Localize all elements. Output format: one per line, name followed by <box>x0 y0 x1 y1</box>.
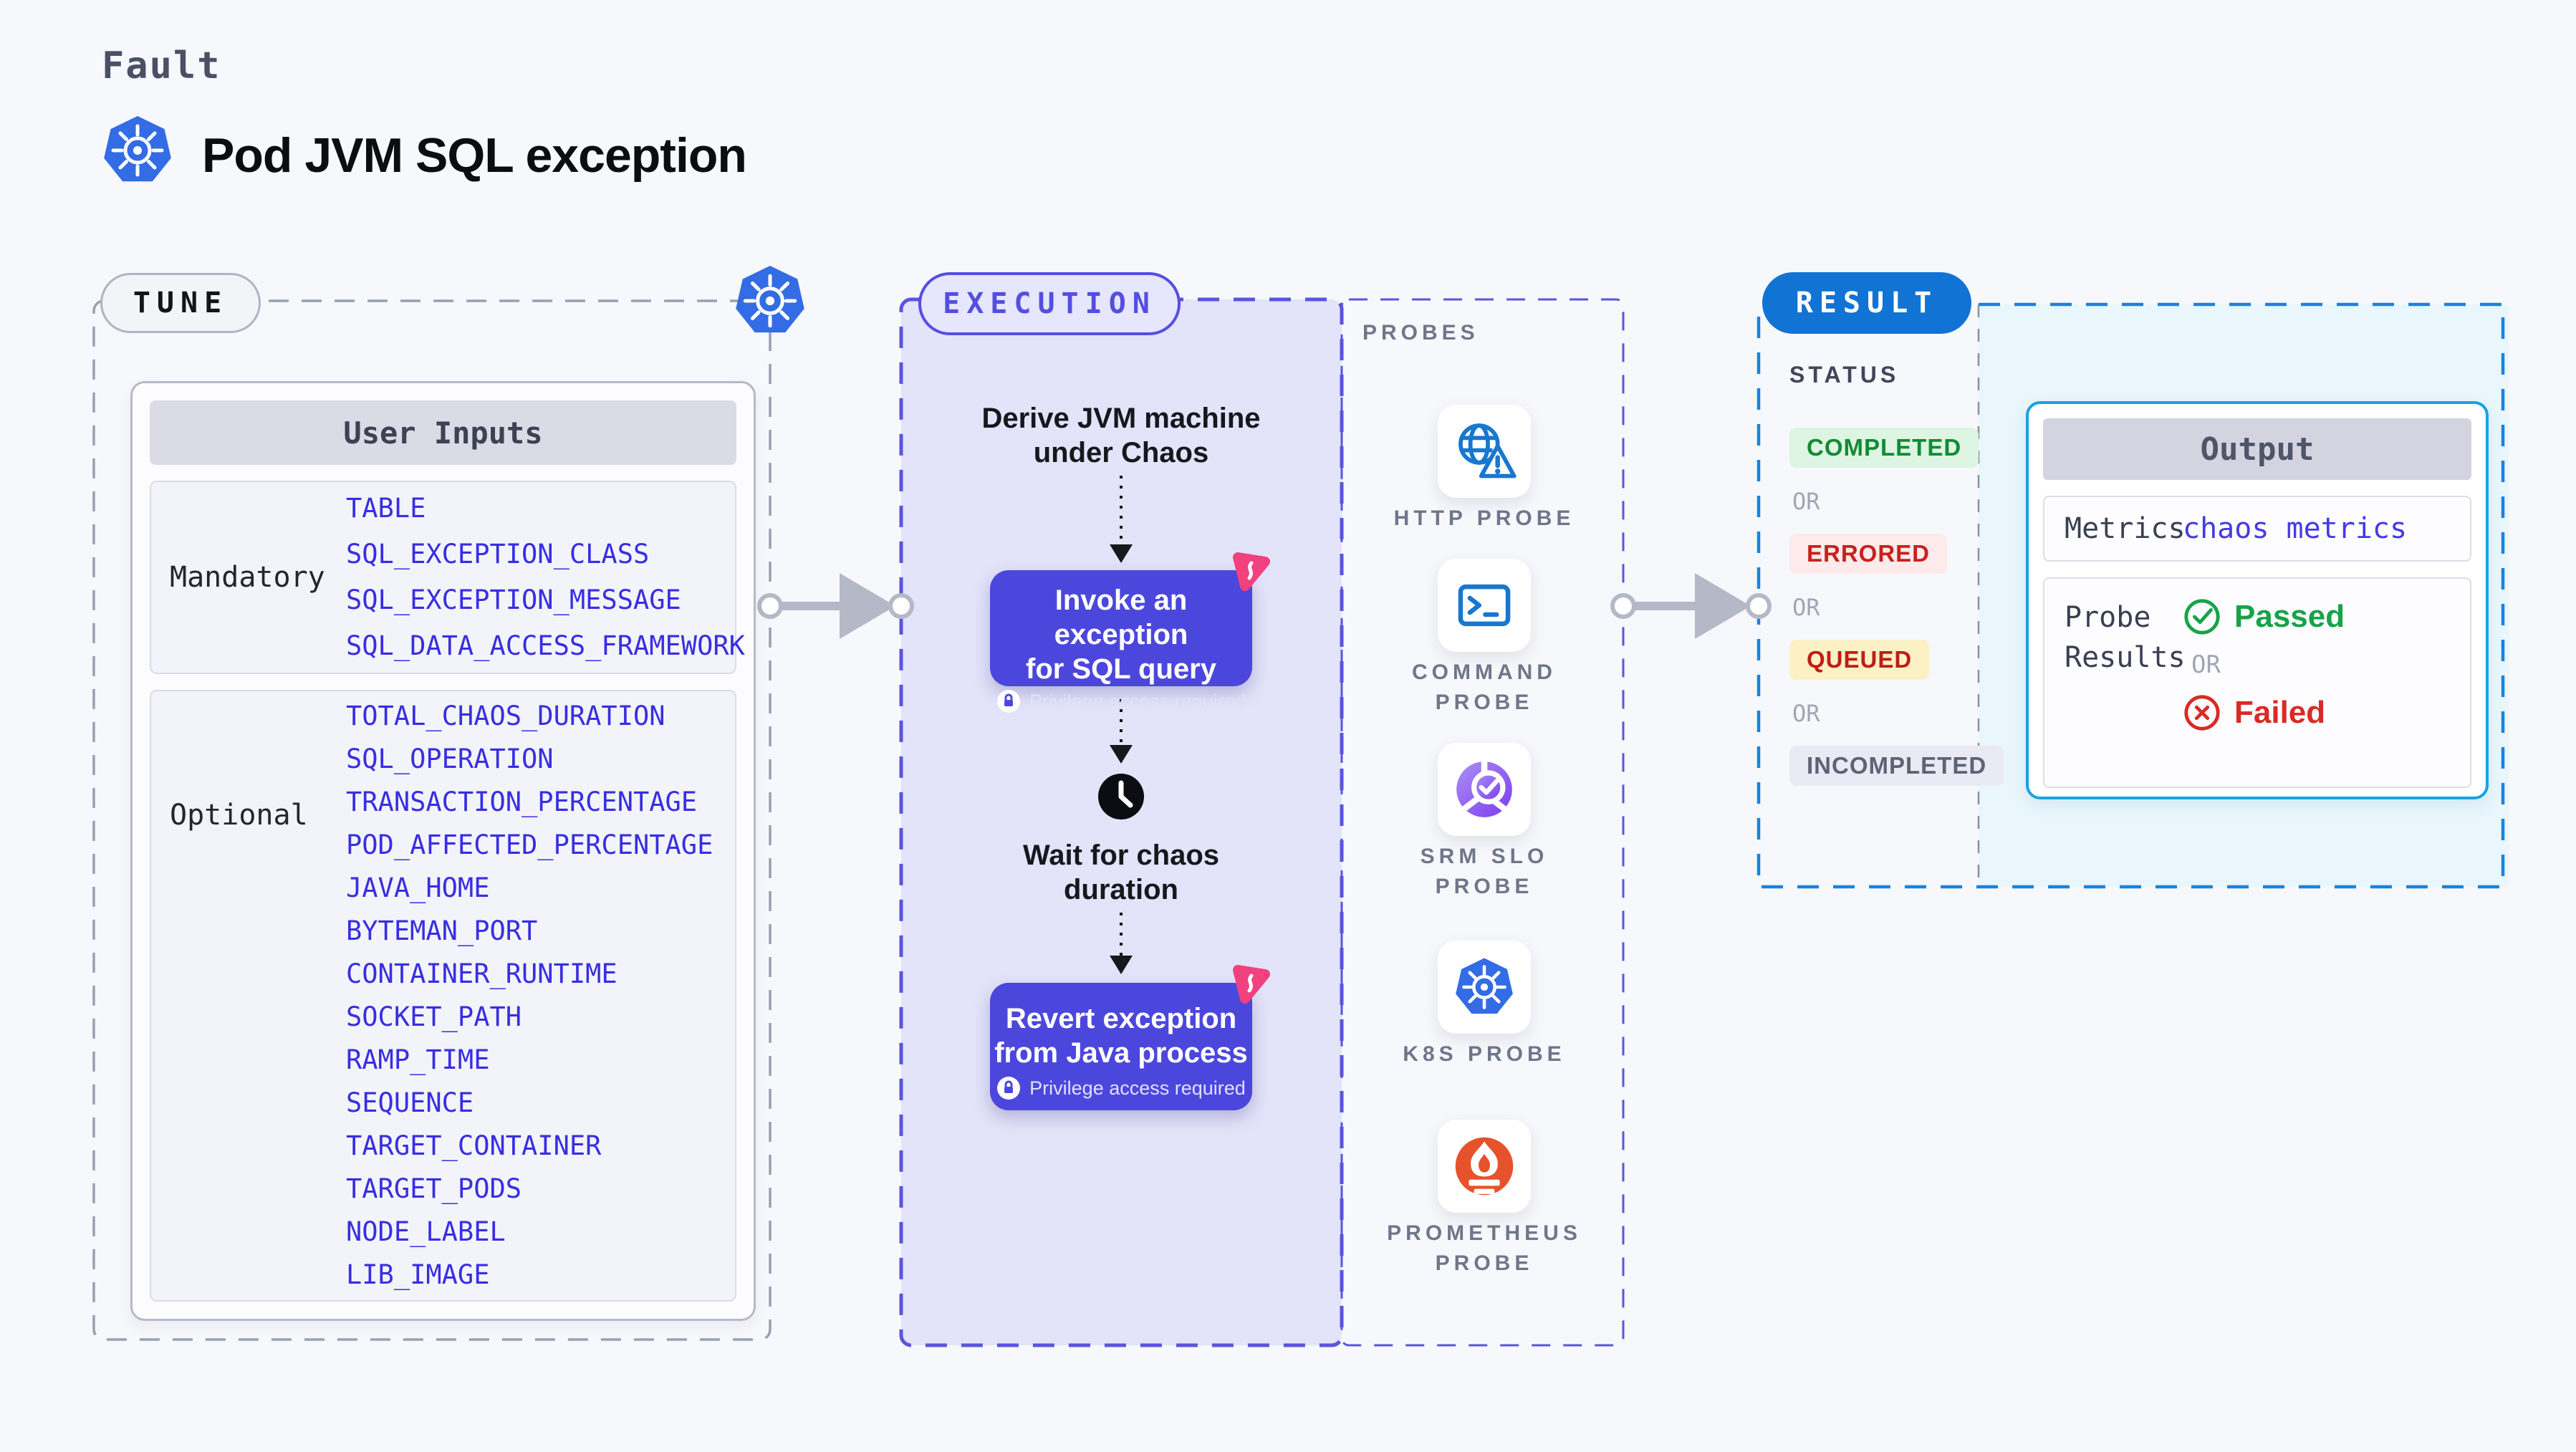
user-inputs-card: User Inputs Mandatory TABLE SQL_EXCEPTIO… <box>130 381 756 1321</box>
env-var: NODE_LABEL <box>346 1216 506 1247</box>
command-probe-icon <box>1438 559 1531 652</box>
tune-to-execution-arrow <box>757 573 914 639</box>
k8s-probe-icon <box>1438 941 1531 1034</box>
env-var: TARGET_CONTAINER <box>346 1130 602 1161</box>
env-var: JAVA_HOME <box>346 872 490 903</box>
probe-results-row: Probe Results Passed OR Failed <box>2043 577 2471 788</box>
flow-arrowheads <box>1110 544 1133 974</box>
privilege-row: Privilege access required <box>990 1076 1252 1100</box>
mandatory-label: Mandatory <box>170 561 325 594</box>
env-var: LIB_IMAGE <box>346 1259 490 1290</box>
fault-eyebrow: Fault <box>102 44 221 87</box>
env-var: POD_AFFECTED_PERCENTAGE <box>346 830 713 860</box>
execution-to-result-arrow <box>1610 573 1772 639</box>
failed-row: Failed <box>2183 693 2345 732</box>
check-circle-icon <box>2184 599 2220 635</box>
status-label: STATUS <box>1789 362 1900 388</box>
litmus-icon <box>1226 549 1272 595</box>
probe-entry-k8s: K8S PROBE <box>1345 941 1623 1069</box>
status-badge-incompleted: INCOMPLETED <box>1789 746 2004 786</box>
derive-step-label: Derive JVM machine under Chaos <box>981 403 1261 468</box>
probes-label: PROBES <box>1363 321 1479 345</box>
probe-entry-prometheus: PROMETHEUS PROBE <box>1345 1120 1623 1279</box>
passed-label: Passed <box>2234 599 2345 634</box>
mandatory-group: Mandatory TABLE SQL_EXCEPTION_CLASS SQL_… <box>150 481 745 674</box>
or-separator: OR <box>2191 650 2221 679</box>
mandatory-items: TABLE SQL_EXCEPTION_CLASS SQL_EXCEPTION_… <box>346 482 745 673</box>
execution-badge: EXECUTION <box>918 272 1181 335</box>
env-var: RAMP_TIME <box>346 1044 490 1075</box>
revert-exception-node: Revert exception from Java process Privi… <box>990 983 1252 1110</box>
env-var: CONTAINER_RUNTIME <box>346 958 617 989</box>
failed-label: Failed <box>2234 695 2326 730</box>
status-badge-queued: QUEUED <box>1789 640 1930 680</box>
output-card: Output Metrics chaos metrics Probe Resul… <box>2026 401 2489 799</box>
probe-caption: PROMETHEUS PROBE <box>1387 1221 1582 1275</box>
srm-slo-probe-icon <box>1438 743 1531 836</box>
probe-caption: HTTP PROBE <box>1393 506 1575 530</box>
metrics-value: chaos metrics <box>2183 512 2408 545</box>
privilege-label: Privilege access required <box>1029 690 1246 712</box>
probe-entry-command: COMMAND PROBE <box>1345 559 1623 718</box>
probe-caption: COMMAND PROBE <box>1412 660 1557 714</box>
lock-icon <box>997 690 1021 713</box>
clock-icon <box>1097 772 1145 821</box>
revert-node-title: Revert exception from Java process <box>994 1003 1248 1069</box>
or-separator: OR <box>1792 594 1820 621</box>
output-header: Output <box>2043 418 2471 480</box>
or-separator: OR <box>1792 700 1820 727</box>
tune-badge: TUNE <box>100 273 261 333</box>
passed-row: Passed <box>2183 597 2345 636</box>
invoke-node-title: Invoke an exception for SQL query <box>1026 585 1216 685</box>
probe-caption: SRM SLO PROBE <box>1420 845 1549 898</box>
env-var: SQL_DATA_ACCESS_FRAMEWORK <box>346 630 745 661</box>
env-var: TARGET_PODS <box>346 1173 522 1204</box>
env-var: TABLE <box>346 493 426 524</box>
x-circle-icon <box>2184 695 2220 731</box>
status-badge-errored: ERRORED <box>1789 534 1948 574</box>
status-dashed-border <box>1756 317 1979 889</box>
prometheus-probe-icon <box>1438 1120 1531 1213</box>
env-var: SQL_OPERATION <box>346 744 554 774</box>
status-column: STATUS COMPLETED OR ERRORED OR QUEUED OR… <box>1789 362 2004 786</box>
privilege-label: Privilege access required <box>1029 1077 1246 1099</box>
result-badge: RESULT <box>1762 272 1971 334</box>
env-var: SOCKET_PATH <box>346 1001 522 1032</box>
optional-label: Optional <box>170 799 308 832</box>
optional-group: Optional TOTAL_CHAOS_DURATION SQL_OPERAT… <box>150 690 736 1302</box>
probe-entry-srm-slo: SRM SLO PROBE <box>1345 743 1623 902</box>
env-var: BYTEMAN_PORT <box>346 915 538 946</box>
or-separator: OR <box>1792 488 1820 515</box>
env-var: SQL_EXCEPTION_MESSAGE <box>346 585 681 615</box>
probe-entry-http: HTTP PROBE <box>1345 405 1623 534</box>
metrics-row: Metrics chaos metrics <box>2043 496 2471 562</box>
tune-kubernetes-icon <box>734 264 807 337</box>
probe-caption: K8S PROBE <box>1403 1042 1566 1066</box>
invoke-exception-node: Invoke an exception for SQL query Privil… <box>990 570 1252 713</box>
optional-items: TOTAL_CHAOS_DURATION SQL_OPERATION TRANS… <box>346 691 735 1300</box>
kubernetes-icon <box>102 115 173 186</box>
env-var: SQL_EXCEPTION_CLASS <box>346 539 650 569</box>
result-dashed-border <box>1979 302 2505 889</box>
env-var: SEQUENCE <box>346 1087 474 1118</box>
lock-icon <box>997 1077 1021 1100</box>
env-var: TRANSACTION_PERCENTAGE <box>346 787 698 817</box>
status-badge-completed: COMPLETED <box>1789 428 1979 468</box>
probes-dashed-border <box>1340 298 1625 1347</box>
privilege-row: Privilege access required <box>990 689 1252 713</box>
probe-results-values: Passed OR Failed <box>2183 597 2345 787</box>
env-var: TOTAL_CHAOS_DURATION <box>346 701 665 731</box>
probe-results-label: Probe Results <box>2065 601 2186 674</box>
user-inputs-header: User Inputs <box>150 400 736 465</box>
wait-step-label: Wait for chaos duration <box>1022 840 1220 905</box>
http-probe-icon <box>1438 405 1531 498</box>
page-title: Pod JVM SQL exception <box>202 128 747 183</box>
litmus-icon <box>1226 961 1272 1007</box>
metrics-label: Metrics <box>2065 512 2186 545</box>
